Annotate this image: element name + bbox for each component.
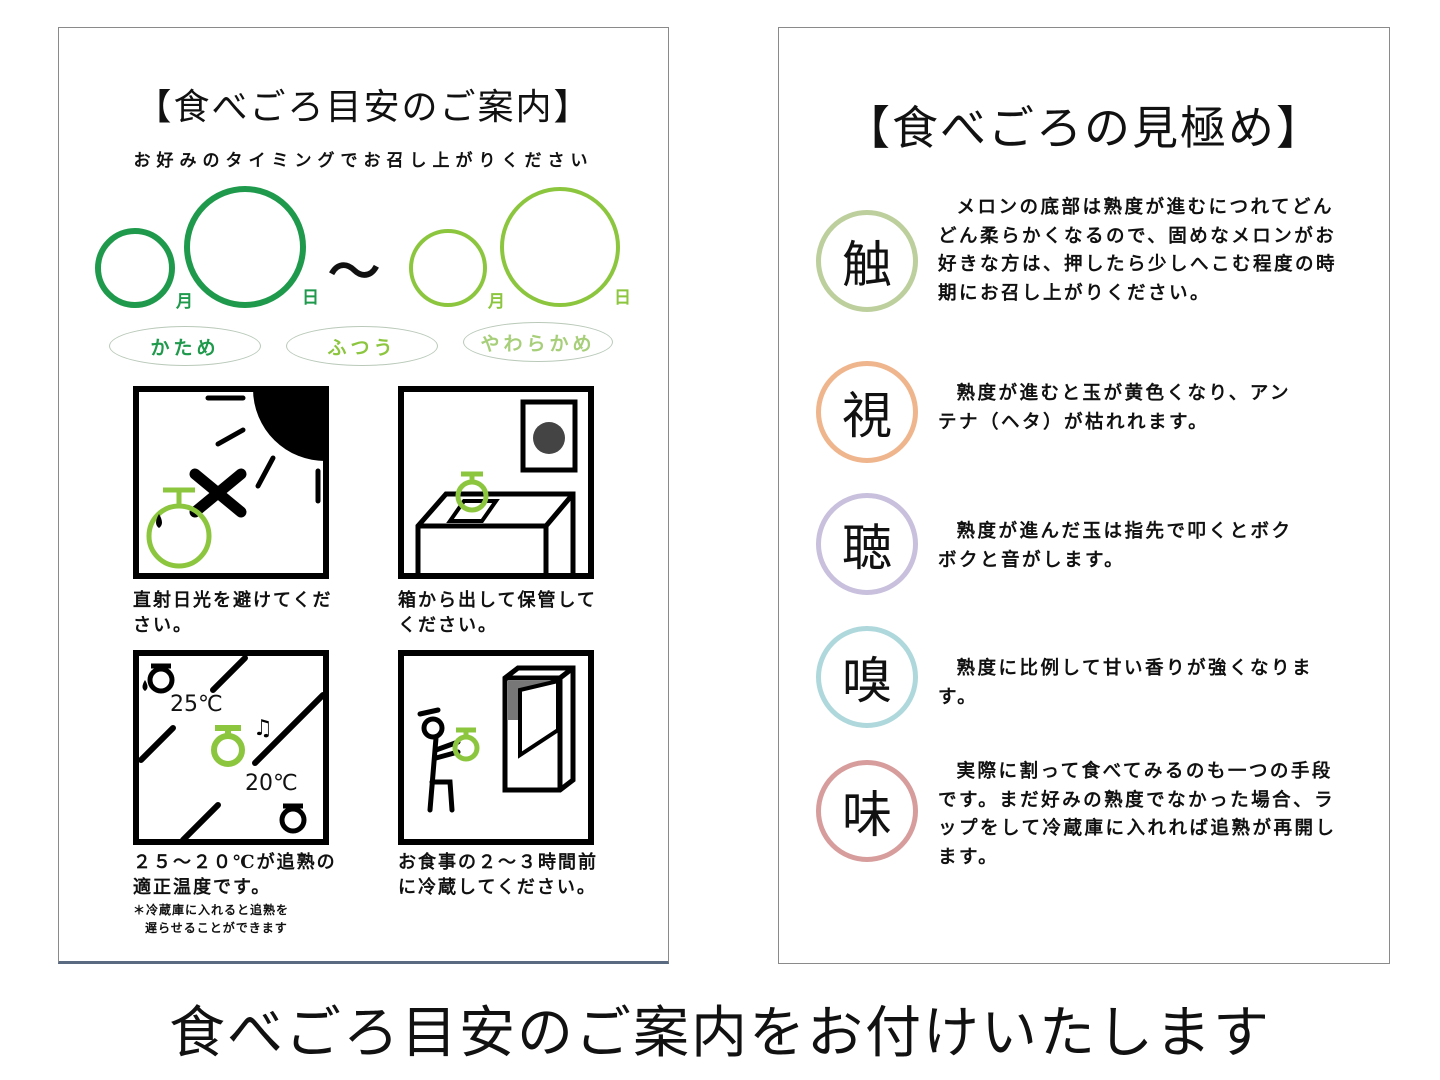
tip-caption: ２５〜２０℃が追熟の適正温度です。 bbox=[133, 852, 337, 898]
temp-low: 20℃ bbox=[245, 771, 298, 796]
bottom-caption: 食べごろ目安のご案内をお付けいたします bbox=[169, 1001, 1271, 1066]
tip-note: ＊冷蔵庫に入れると追熟を遅らせることができます bbox=[133, 903, 290, 935]
day-label: 日 bbox=[302, 288, 319, 308]
sense-hearing: 聴 bbox=[816, 493, 918, 595]
sense-sight: 視 bbox=[816, 361, 918, 463]
sun-icon bbox=[253, 389, 326, 462]
month-label: 月 bbox=[488, 292, 505, 312]
day-label: 日 bbox=[614, 288, 631, 308]
music-note-icon: ♫ bbox=[253, 716, 273, 741]
sense-smell: 嗅 bbox=[816, 626, 918, 728]
fridge-icon bbox=[502, 665, 576, 793]
refrigerate-pictogram bbox=[398, 650, 594, 845]
sense-sight-text: 熟度が進むと玉が黄色くなり、アンテナ（ヘタ）が枯れれます。 bbox=[938, 383, 1292, 433]
melon-icon bbox=[211, 725, 245, 767]
month-circle-start bbox=[95, 228, 175, 308]
guide-subtitle: お好みのタイミングでお召し上がりください bbox=[133, 151, 594, 171]
day-circle-start bbox=[184, 186, 306, 308]
month-label: 月 bbox=[176, 292, 193, 312]
sense-taste: 味 bbox=[816, 760, 918, 862]
melon-icon bbox=[452, 727, 480, 762]
cross-icon bbox=[189, 468, 247, 518]
person-icon bbox=[417, 707, 461, 813]
month-circle-end bbox=[409, 229, 487, 307]
tip-caption: 箱から出して保管してください。 bbox=[398, 590, 597, 636]
sense-hearing-text: 熟度が進んだ玉は指先で叩くとボクボクと音がします。 bbox=[938, 521, 1293, 571]
check-title: 【食べごろの見極め】 bbox=[844, 101, 1324, 155]
firmness-normal: ふつう bbox=[286, 326, 438, 366]
avoid-sunlight-pictogram bbox=[133, 386, 329, 579]
temperature-pictogram: ♫ bbox=[133, 650, 329, 845]
sense-touch-text: メロンの底部は熟度が進むにつれてどんどん柔らかくなるので、固めなメロンがお好きな… bbox=[938, 197, 1338, 304]
melon-icon bbox=[146, 487, 212, 569]
date-circles bbox=[95, 186, 620, 308]
tip-caption: 直射日光を避けてください。 bbox=[133, 590, 333, 636]
day-circle-end bbox=[500, 187, 620, 307]
out-of-box-pictogram bbox=[398, 386, 594, 579]
temp-high: 25℃ bbox=[170, 692, 223, 717]
sense-taste-text: 実際に割って食べてみるのも一つの手段です。まだ好みの熟度でなかった場合、ラップを… bbox=[938, 761, 1337, 868]
melon-icon bbox=[455, 471, 489, 513]
tilde: 〜 bbox=[328, 242, 381, 303]
tip-caption: お食事の２〜３時間前に冷蔵してください。 bbox=[398, 852, 598, 898]
sense-smell-text: 熟度に比例して甘い香りが強くなります。 bbox=[938, 658, 1313, 708]
firmness-soft: やわらかめ bbox=[463, 322, 613, 362]
picture-frame-icon bbox=[520, 399, 578, 473]
sense-touch: 触 bbox=[816, 210, 918, 312]
firmness-firm: かため bbox=[109, 326, 261, 366]
guide-title: 【食べごろ目安のご案内】 bbox=[135, 87, 592, 128]
